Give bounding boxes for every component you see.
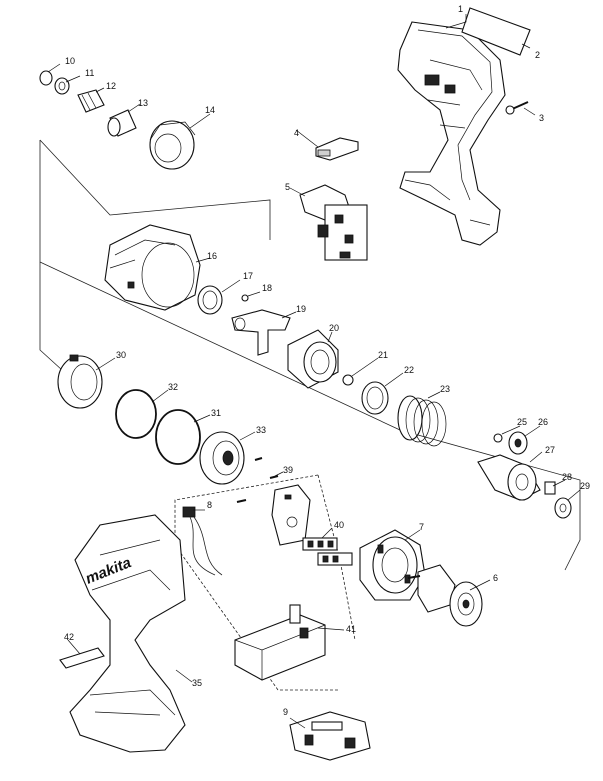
part-label-39: 39 <box>283 465 293 475</box>
part-2-nameplate <box>461 7 531 56</box>
part-35-housing: makita <box>69 514 186 753</box>
part-label-23: 23 <box>440 384 450 394</box>
part-label-3: 3 <box>539 113 544 123</box>
part-label-40: 40 <box>334 520 344 530</box>
part-label-22: 22 <box>404 365 414 375</box>
part-16-hammer-case <box>104 224 201 311</box>
part-9-battery-terminal <box>289 711 371 761</box>
part-19-spindle <box>231 309 291 356</box>
part-label-7: 7 <box>419 522 424 532</box>
part-40-terminals <box>302 537 353 566</box>
part-label-32: 32 <box>168 382 178 392</box>
part-10-ring <box>39 70 53 86</box>
part-4-switch-lever <box>315 137 359 161</box>
part-33-screw <box>254 457 263 461</box>
part-28-pin <box>544 481 556 495</box>
part-label-33: 33 <box>256 425 266 435</box>
part-label-11: 11 <box>85 68 94 78</box>
part-5-switch <box>299 184 368 261</box>
part-23-spring <box>397 395 447 447</box>
part-12-spring <box>77 89 105 113</box>
part-label-5: 5 <box>285 182 290 192</box>
part-39-bracket <box>271 484 311 546</box>
part-26-gear <box>508 431 528 455</box>
part-label-6: 6 <box>493 573 498 583</box>
part-label-19: 19 <box>296 304 306 314</box>
part-label-4: 4 <box>294 128 299 138</box>
part-42-label <box>59 647 105 669</box>
part-label-42: 42 <box>64 632 74 642</box>
part-29-washer <box>554 497 572 519</box>
part-6-rotor <box>407 564 483 627</box>
part-33-gear-housing <box>199 431 245 485</box>
part-1-housing <box>397 21 506 246</box>
part-30-ring <box>57 354 103 409</box>
part-18-ball <box>241 294 249 302</box>
part-25-ball <box>493 433 503 443</box>
part-label-30: 30 <box>116 350 126 360</box>
part-21-ball <box>342 374 354 386</box>
part-31-o-ring <box>155 409 201 465</box>
part-14-cap <box>149 120 196 170</box>
part-8-wire <box>182 506 223 576</box>
part-13-sleeve <box>107 109 137 137</box>
part-20-hammer <box>287 329 339 389</box>
part-label-9: 9 <box>283 707 288 717</box>
part-label-28: 28 <box>562 472 572 482</box>
leader-lines <box>47 14 581 729</box>
part-27-spindle-assembly <box>477 454 541 501</box>
part-11-washer <box>54 77 70 95</box>
part-3-screw <box>505 101 529 115</box>
part-label-16: 16 <box>207 251 217 261</box>
part-number-labels: 1 2 3 4 5 6 7 8 9 10 11 12 13 14 16 17 1… <box>64 4 590 717</box>
part-label-25: 25 <box>517 417 527 427</box>
part-label-10: 10 <box>65 56 75 66</box>
part-32-o-ring <box>115 389 157 439</box>
part-label-26: 26 <box>538 417 548 427</box>
part-label-35: 35 <box>192 678 202 688</box>
part-label-1: 1 <box>458 4 463 14</box>
part-label-17: 17 <box>243 271 253 281</box>
part-label-18: 18 <box>262 283 272 293</box>
part-41-controller <box>234 604 326 681</box>
part-label-2: 2 <box>535 50 540 60</box>
part-39-screw <box>269 475 279 479</box>
part-label-41: 41 <box>346 624 356 634</box>
part-label-8: 8 <box>207 500 212 510</box>
part-label-14: 14 <box>205 105 215 115</box>
part-label-13: 13 <box>138 98 148 108</box>
part-label-21: 21 <box>378 350 388 360</box>
part-33-screw-lower <box>236 499 247 503</box>
part-22-washer <box>361 381 389 415</box>
part-7-stator <box>359 529 426 601</box>
part-label-29: 29 <box>580 481 590 491</box>
part-label-27: 27 <box>545 445 555 455</box>
part-label-20: 20 <box>329 323 339 333</box>
part-label-31: 31 <box>211 408 221 418</box>
part-label-12: 12 <box>106 81 116 91</box>
part-17-washer <box>197 285 223 315</box>
